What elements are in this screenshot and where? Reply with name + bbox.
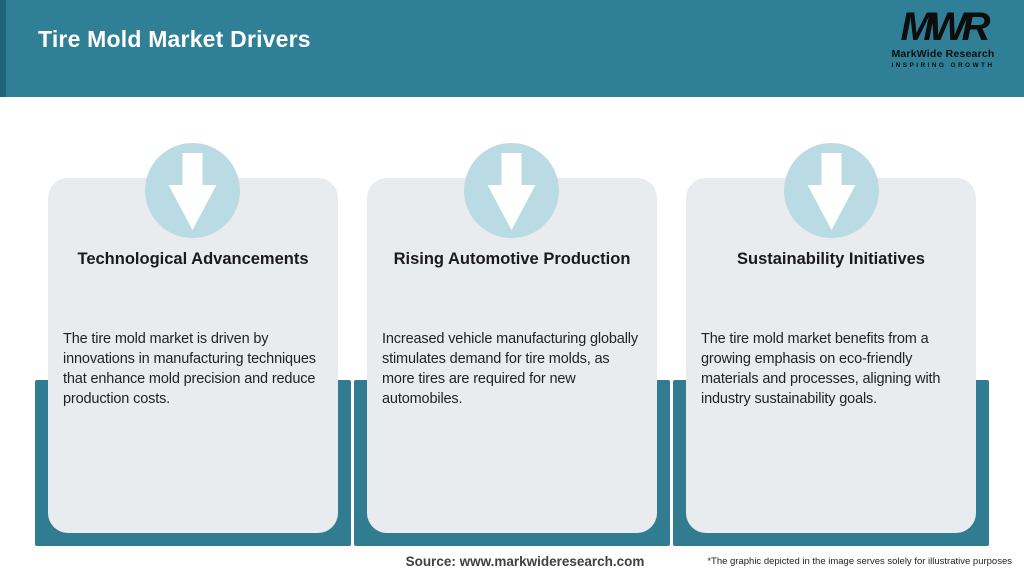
card-body: Increased vehicle manufacturing globally… [382,331,638,407]
card-title: Rising Automotive Production [393,250,631,268]
down-arrow-icon [464,143,559,238]
card-title: Technological Advancements [77,250,309,268]
disclaimer-text: *The graphic depicted in the image serve… [707,556,1012,567]
page-title: Tire Mold Market Drivers [38,26,311,52]
logo-monogram: MWR [900,5,991,49]
driver-card-rising-automotive-production: Rising Automotive Production Increased v… [367,178,657,533]
source-text: Source: www.markwideresearch.com [405,554,645,569]
header-banner: Tire Mold Market Drivers MWR MarkWide Re… [0,0,1024,97]
card-body: The tire mold market benefits from a gro… [701,331,941,407]
down-arrow-icon [784,143,879,238]
card-body: The tire mold market is driven by innova… [63,331,316,407]
header-left-accent [0,0,6,97]
logo-company-name: MarkWide Research [891,48,995,60]
down-arrow-icon [145,143,240,238]
logo-tagline: INSPIRING GROWTH [891,62,995,69]
card-title: Sustainability Initiatives [737,250,925,268]
markwide-research-logo: MWR MarkWide Research INSPIRING GROWTH [878,6,1008,69]
